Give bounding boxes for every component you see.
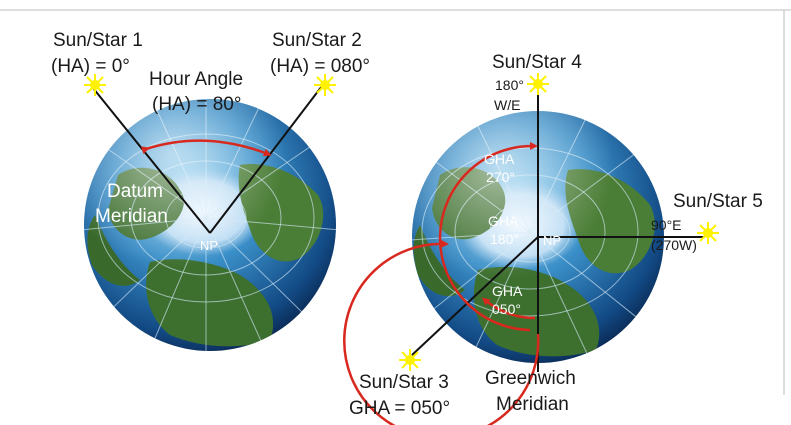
gha-270-arc xyxy=(342,239,540,425)
star1-label-line2: (HA) = 0° xyxy=(51,56,130,77)
left-globe-highlight xyxy=(84,99,336,351)
star3-line xyxy=(411,236,539,356)
sun-star-2-icon xyxy=(313,73,337,97)
star5-label: Sun/Star 5 xyxy=(673,191,763,212)
sun-star-3-icon xyxy=(398,348,422,372)
gha-270-label-line2: 270° xyxy=(486,169,515,185)
star2-label-line2: (HA) = 080° xyxy=(270,56,370,77)
star5-direction: (270W) xyxy=(651,237,697,253)
left-star2-line xyxy=(209,85,323,234)
left-globe xyxy=(84,99,336,351)
star4-degree: 180° xyxy=(495,77,524,93)
gha-180-arc xyxy=(438,141,538,332)
sun-star-5-icon xyxy=(696,221,720,245)
gha-050-label-line2: 050° xyxy=(492,301,521,317)
star2-label-line1: Sun/Star 2 xyxy=(272,30,362,51)
greenwich-label-line2: Meridian xyxy=(496,394,569,415)
hour-angle-arc xyxy=(140,139,272,157)
gha-050-arc xyxy=(481,297,536,320)
star1-label-line1: Sun/Star 1 xyxy=(53,30,143,51)
sun-star-4-icon xyxy=(526,72,550,96)
star3-label-line2: GHA = 050° xyxy=(349,398,450,419)
datum-label-line1: Datum xyxy=(107,181,163,202)
sun-star-1-icon xyxy=(83,73,107,97)
right-north-pole-label: NP xyxy=(543,233,561,248)
gha-050-label-line1: GHA xyxy=(492,283,523,299)
gha-270-label-line1: GHA xyxy=(484,151,515,167)
datum-label-line2: Meridian xyxy=(95,206,168,227)
greenwich-label-line1: Greenwich xyxy=(485,368,576,389)
gha-180-label-line1: GHA xyxy=(488,213,519,229)
star4-label: Sun/Star 4 xyxy=(492,52,582,73)
hour-angle-label-line2: (HA) = 80° xyxy=(152,94,241,115)
gha-180-label-line2: 180° xyxy=(490,231,519,247)
hour-angle-label-line1: Hour Angle xyxy=(149,69,243,90)
star5-degree: 90°E xyxy=(651,217,682,233)
star3-label-line1: Sun/Star 3 xyxy=(359,372,449,393)
left-north-pole-label: NP xyxy=(200,238,218,253)
star4-direction: W/E xyxy=(494,97,520,113)
left-star1-line xyxy=(92,87,211,234)
